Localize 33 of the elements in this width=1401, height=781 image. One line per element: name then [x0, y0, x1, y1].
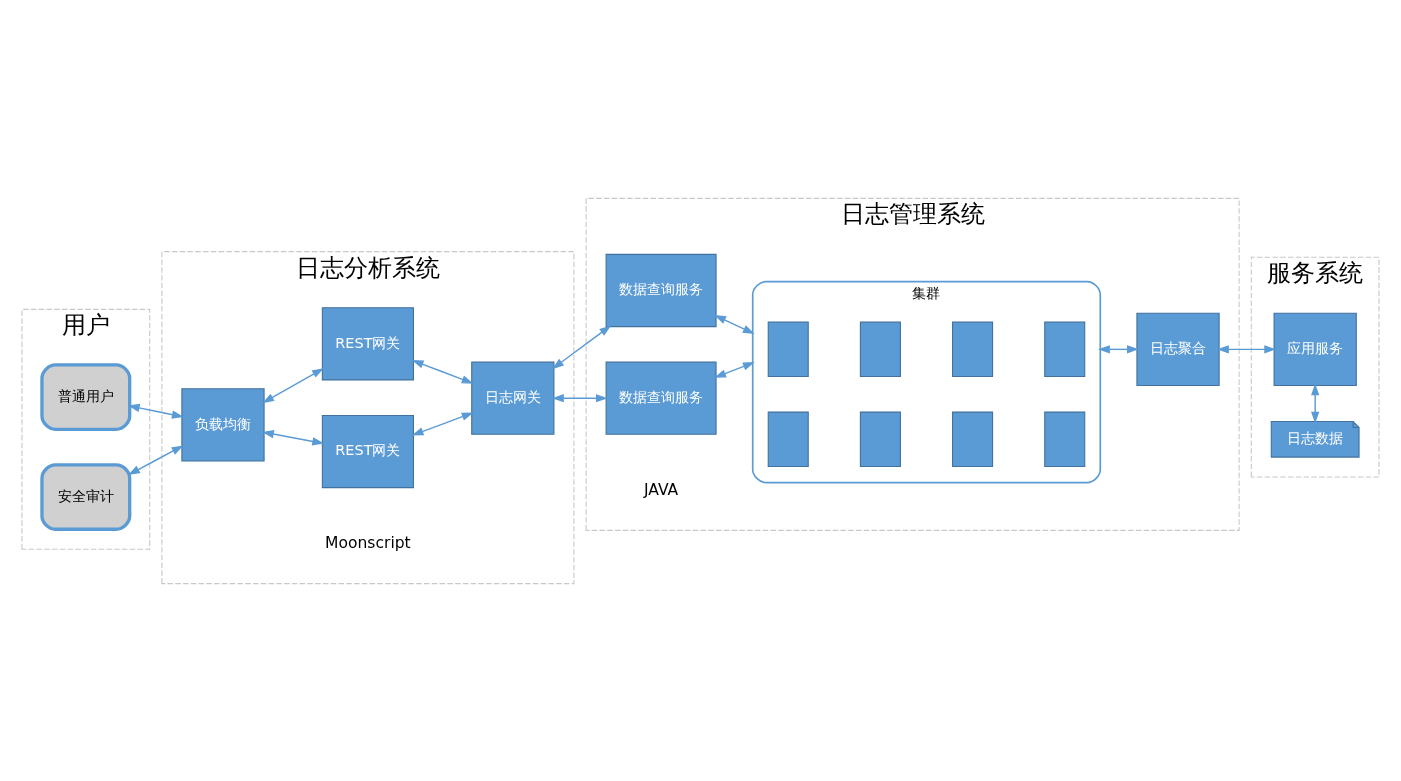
arrow [714, 361, 755, 378]
arrow [1098, 344, 1139, 353]
node-box [859, 321, 901, 377]
node-box: 负载均衡 [181, 387, 265, 461]
node-box: 安全审计 [40, 462, 132, 531]
arrow [1311, 383, 1320, 424]
node-box [1044, 411, 1086, 467]
node-box: 日志聚合 [1136, 312, 1220, 386]
arrow [1217, 344, 1277, 353]
arrow [262, 429, 325, 445]
node-box [767, 321, 809, 377]
arrow [411, 412, 474, 436]
arrow [552, 325, 612, 369]
node-box [767, 411, 809, 467]
cluster: 集群 [751, 280, 1102, 483]
node-box [952, 411, 994, 467]
node-box: 普通用户 [40, 362, 132, 431]
node-box [952, 321, 994, 377]
arrow [552, 393, 608, 402]
label: JAVA [643, 480, 679, 498]
arrow [714, 314, 755, 334]
label: Moonscript [325, 533, 411, 552]
node-box: 应用服务 [1273, 312, 1357, 386]
node-box [859, 411, 901, 467]
node-box: 数据查询服务 [605, 361, 717, 435]
node-box [1044, 321, 1086, 377]
node-box: 日志网关 [471, 361, 555, 435]
arrow [411, 359, 474, 384]
node-box: 数据查询服务 [605, 253, 717, 327]
node-box: REST网关 [321, 414, 414, 488]
arrow [128, 444, 184, 475]
arrow [262, 367, 324, 403]
node-box: REST网关 [321, 306, 414, 380]
